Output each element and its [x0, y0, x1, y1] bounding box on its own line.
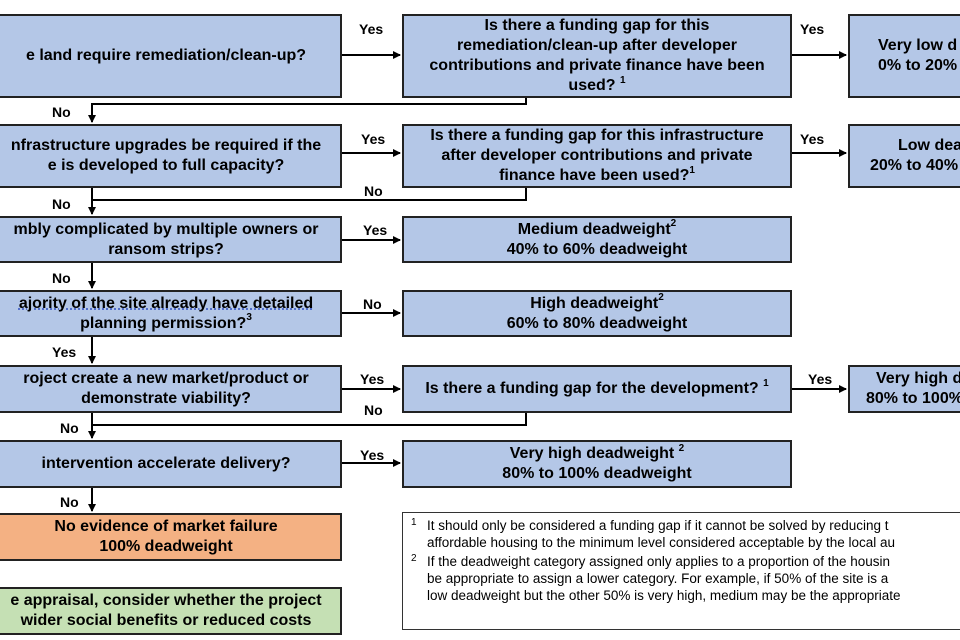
question-infrastructure-upgrades: nfrastructure upgrades be required if th… [0, 124, 342, 188]
label-yes-q1: Yes [359, 21, 383, 37]
question-development-funding-gap: Is there a funding gap for the developme… [402, 365, 792, 413]
label-no-q5: No [60, 420, 79, 436]
label-no-q1: No [52, 104, 71, 120]
result-very-low-deadweight: Very low d 0% to 20% [848, 14, 960, 98]
label-yes-gap1: Yes [800, 21, 824, 37]
label-no-gap5: No [364, 402, 383, 418]
footnotes-box: 1 It should only be considered a funding… [402, 512, 960, 630]
question-new-market: roject create a new market/product or de… [0, 365, 342, 413]
question-land-assembly: mbly complicated by multiple owners or r… [0, 216, 342, 263]
label-no-gap2: No [364, 183, 383, 199]
label-yes-gap5: Yes [808, 371, 832, 387]
result-no-market-failure: No evidence of market failure 100% deadw… [0, 513, 342, 561]
footnote-number: 2 [411, 550, 427, 601]
label-yes-q5: Yes [360, 371, 384, 387]
label-no-q3: No [52, 270, 71, 286]
result-low-deadweight: Low dea 20% to 40% [848, 124, 960, 188]
label-no-q6: No [60, 494, 79, 510]
label-yes-q4: Yes [52, 344, 76, 360]
question-remediation-funding-gap: Is there a funding gap for this remediat… [402, 14, 792, 98]
appraisal-social-benefits: e appraisal, consider whether the projec… [0, 587, 342, 635]
result-medium-deadweight: Medium deadweight2 40% to 60% deadweight [402, 216, 792, 263]
arrow-gap2-no [92, 188, 526, 200]
question-planning-permission: ajority of the site already have detaile… [0, 290, 342, 337]
arrow-gap5-no [92, 413, 526, 425]
question-accelerate-delivery: intervention accelerate delivery? [0, 440, 342, 488]
arrow-no-to-q2 [92, 97, 526, 122]
result-very-high-deadweight-partial: Very high d 80% to 100% [848, 365, 960, 413]
label-no-q2: No [52, 196, 71, 212]
question-land-remediation: e land require remediation/clean-up? [0, 14, 342, 98]
label-yes-q3: Yes [363, 222, 387, 238]
footnote-number: 1 [411, 514, 427, 548]
label-no-q4: No [363, 296, 382, 312]
label-yes-q2: Yes [361, 131, 385, 147]
label-yes-gap2: Yes [800, 131, 824, 147]
result-high-deadweight: High deadweight2 60% to 80% deadweight [402, 290, 792, 337]
footnote-2: 2 If the deadweight category assigned on… [411, 553, 960, 604]
result-very-high-deadweight: Very high deadweight 2 80% to 100% deadw… [402, 440, 792, 488]
label-yes-q6: Yes [360, 447, 384, 463]
footnote-1: 1 It should only be considered a funding… [411, 517, 960, 551]
question-infrastructure-funding-gap: Is there a funding gap for this infrastr… [402, 124, 792, 188]
